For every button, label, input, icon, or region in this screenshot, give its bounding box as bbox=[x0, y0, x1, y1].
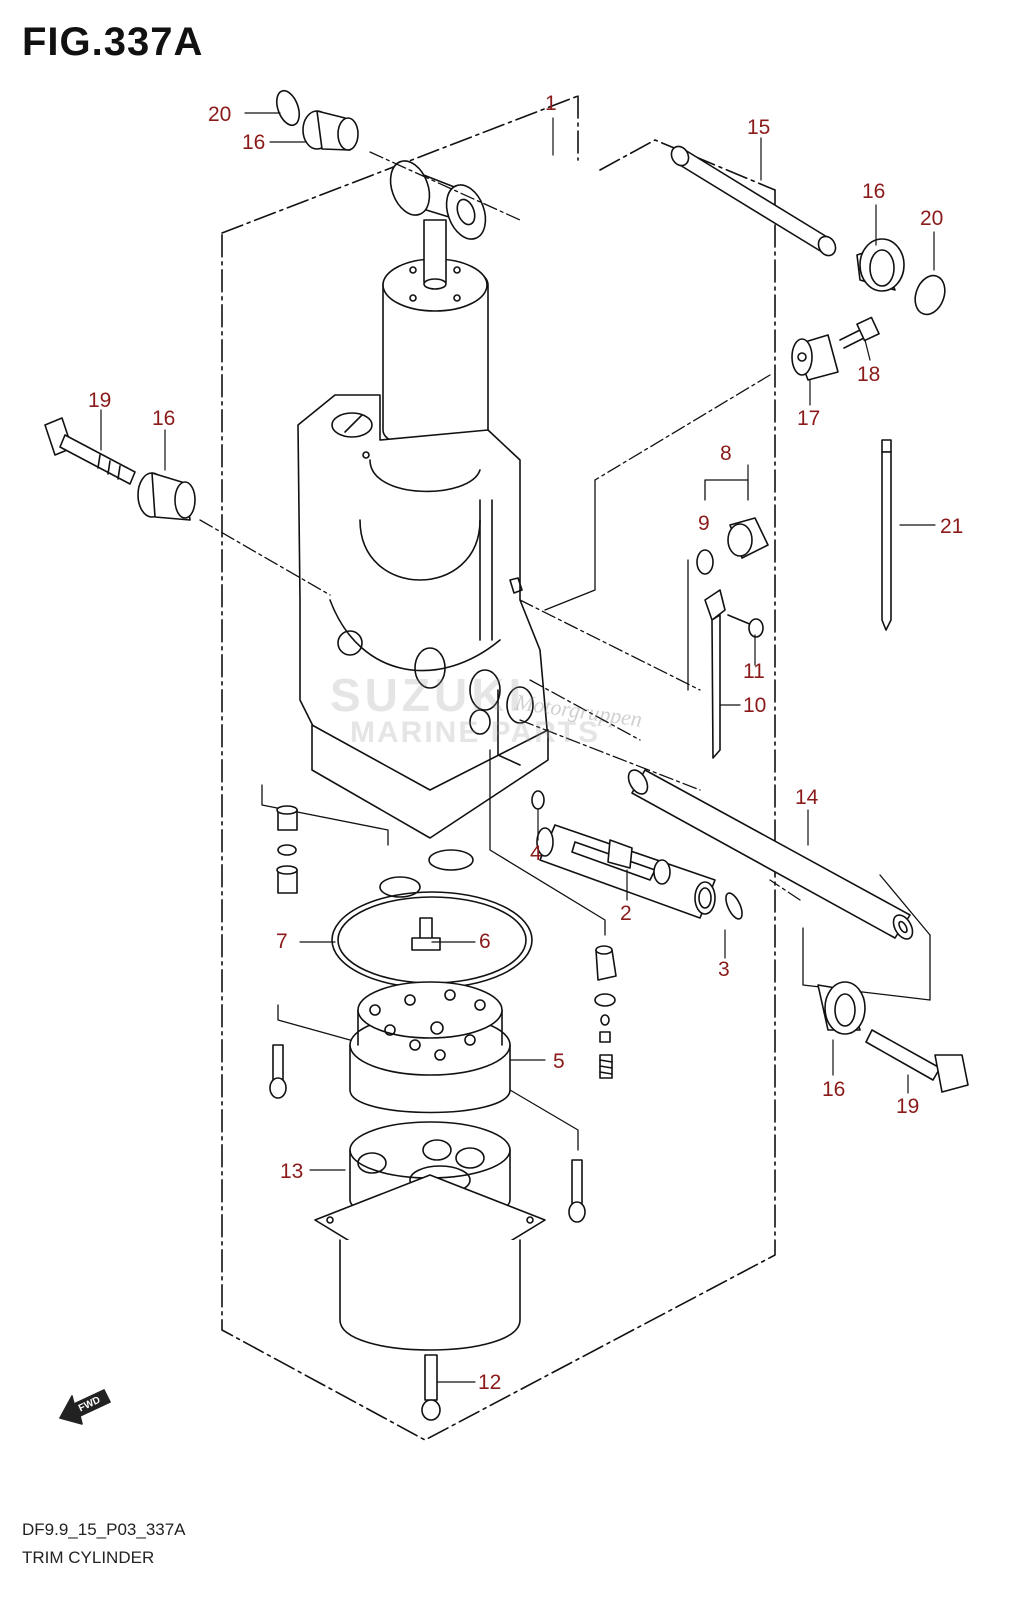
callout-21: 21 bbox=[940, 515, 963, 538]
callout-15: 15 bbox=[747, 116, 770, 139]
motor bbox=[314, 1174, 546, 1351]
callout-5: 5 bbox=[553, 1050, 565, 1073]
callout-16-left: 16 bbox=[152, 407, 175, 430]
callout-13: 13 bbox=[280, 1160, 303, 1183]
leader-lines bbox=[199, 151, 801, 1346]
callout-14: 14 bbox=[795, 786, 819, 809]
small-parts-left bbox=[276, 805, 298, 894]
callout-2: 2 bbox=[620, 902, 632, 925]
callout-leaders bbox=[100, 112, 936, 1383]
pivot-pin-15 bbox=[670, 145, 837, 257]
callout-17: 17 bbox=[797, 407, 820, 430]
tube-14 bbox=[627, 769, 914, 940]
bushing-16-left bbox=[137, 472, 196, 521]
filter-6 bbox=[411, 917, 441, 951]
check-valve-parts bbox=[594, 945, 617, 1079]
callout-12: 12 bbox=[478, 1371, 501, 1394]
collar-17 bbox=[791, 334, 839, 381]
oring-9 bbox=[696, 549, 714, 575]
figure-title: FIG.337A bbox=[22, 20, 204, 64]
callout-1: 1 bbox=[545, 92, 557, 115]
screw-12 bbox=[421, 1354, 441, 1421]
callout-9: 9 bbox=[698, 512, 710, 535]
watermark-subtitle: MARINE PARTS bbox=[350, 716, 601, 749]
circlip-3 bbox=[725, 892, 743, 920]
circlip-20-right bbox=[914, 274, 946, 316]
screw-right-pump bbox=[568, 1159, 586, 1223]
callout-19-left: 19 bbox=[88, 389, 111, 412]
bolt-18 bbox=[839, 316, 880, 349]
circlip-20-top bbox=[275, 89, 301, 127]
bushing-16-right bbox=[856, 238, 905, 292]
cable-tie-21 bbox=[881, 439, 892, 631]
callout-10: 10 bbox=[743, 694, 766, 717]
callout-labels: 1 2 3 4 5 6 7 8 9 10 11 12 13 14 15 16 1… bbox=[77, 92, 963, 1414]
trim-cylinder-body bbox=[297, 160, 549, 839]
callout-16-lower: 16 bbox=[822, 1078, 845, 1101]
callout-20-right: 20 bbox=[920, 207, 943, 230]
oring-4 bbox=[531, 790, 545, 810]
bushing-16-lower-right bbox=[817, 981, 866, 1035]
callout-19-right: 19 bbox=[896, 1095, 919, 1118]
bushing-16-top bbox=[302, 110, 359, 151]
callout-3: 3 bbox=[718, 958, 730, 981]
callout-8: 8 bbox=[720, 442, 732, 465]
callout-16-right: 16 bbox=[862, 180, 885, 203]
callout-16-top: 16 bbox=[242, 131, 265, 154]
callout-20-top: 20 bbox=[208, 103, 231, 126]
callout-18: 18 bbox=[857, 363, 880, 386]
figure-name: TRIM CYLINDER bbox=[22, 1548, 155, 1567]
watermark-brand: SUZUKI bbox=[330, 669, 526, 721]
pump-5 bbox=[349, 981, 511, 1114]
callout-4: 4 bbox=[530, 842, 542, 865]
callout-11: 11 bbox=[743, 660, 765, 683]
orings-top bbox=[379, 849, 474, 898]
bolt-19-left bbox=[44, 417, 136, 485]
callout-7: 7 bbox=[276, 930, 288, 953]
fwd-arrow-icon bbox=[59, 1389, 111, 1425]
callout-6: 6 bbox=[479, 930, 491, 953]
bracket-8 bbox=[704, 479, 749, 501]
cable-tie-10 bbox=[704, 589, 726, 759]
bolt-19-right bbox=[865, 1029, 969, 1093]
figure-code: DF9.9_15_P03_337A bbox=[22, 1520, 186, 1539]
screw-left-pump bbox=[269, 1044, 287, 1099]
screw-11 bbox=[727, 614, 764, 638]
plug-8 bbox=[727, 517, 769, 559]
bracket-lines bbox=[261, 479, 931, 1151]
